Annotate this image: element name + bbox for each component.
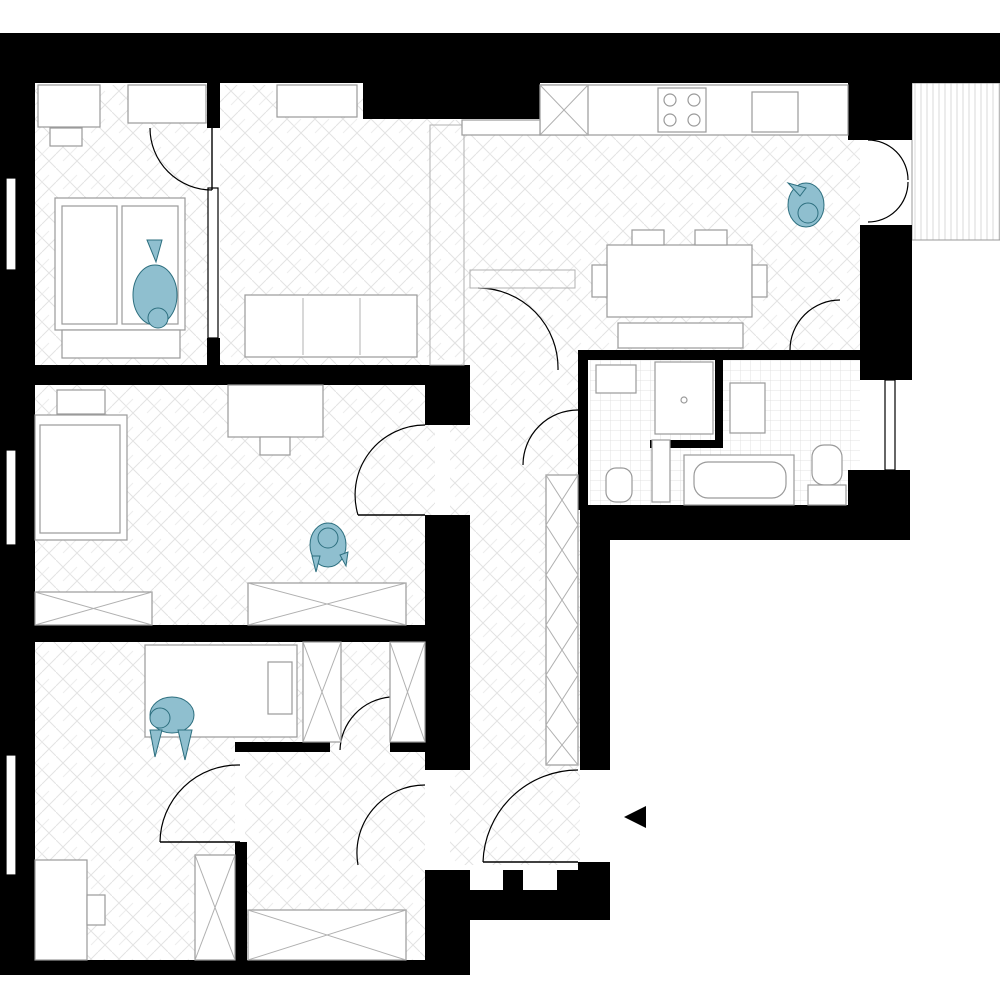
wall-hall-left-a [425, 515, 470, 770]
wall-top-left-divider-low [207, 338, 220, 368]
bath-cabinet [807, 484, 847, 506]
dining-chair-4 [751, 264, 768, 298]
door-bedroom-top[interactable] [149, 127, 213, 191]
doors[interactable] [149, 127, 909, 866]
wall-bottom-pillar [425, 870, 470, 975]
windows [5, 177, 896, 876]
wall-bath-divider [715, 360, 723, 440]
washbasin-left [595, 364, 637, 394]
counter-line [469, 269, 576, 289]
door-bottom-bedroom[interactable] [159, 764, 241, 843]
furniture-bedroom-middle [34, 384, 407, 626]
toilet-left [605, 467, 633, 503]
chair-middle [259, 436, 291, 456]
wall-bath-top [578, 350, 860, 360]
furniture-bathroom [595, 361, 847, 506]
wall-left [0, 33, 35, 973]
window-left-mid [5, 449, 17, 546]
pillow-left [61, 205, 118, 325]
nightstand [127, 84, 207, 124]
person-icon [309, 522, 349, 573]
wall-entry-right [578, 862, 610, 920]
wall-closet-top [235, 742, 330, 752]
dining-table [606, 244, 753, 318]
wall-hall-right [580, 505, 610, 770]
wall-bottom [0, 960, 470, 975]
door-entrance[interactable] [482, 769, 579, 863]
furniture-kitchen [461, 84, 849, 349]
shelf-small [56, 389, 106, 415]
wall-closet-right [390, 742, 430, 752]
furniture-hallway [545, 474, 579, 766]
wall-top-stub [363, 83, 540, 119]
door-hall-bath[interactable] [522, 409, 579, 466]
door-dining[interactable] [789, 299, 841, 351]
window-left-bottom [5, 754, 17, 876]
stove [657, 87, 707, 133]
people [132, 182, 825, 761]
wall-right-top [860, 225, 912, 380]
washbasin-right [729, 382, 766, 434]
dining-chair-3 [591, 264, 608, 298]
bench [617, 322, 744, 349]
window-left-top [5, 177, 17, 271]
door-hall-closet[interactable] [356, 784, 426, 866]
wall-top-corner [848, 83, 912, 140]
window-interior [207, 187, 219, 339]
dining-chair-1 [631, 229, 665, 246]
wall-entry-stub-b [557, 870, 578, 890]
person-icon [149, 696, 195, 761]
wall-mid-pillar [425, 365, 470, 425]
door-kitchen[interactable] [477, 287, 559, 371]
balcony [911, 82, 1000, 241]
wall-bath-divider-low [650, 440, 723, 448]
wall-second-horizontal [35, 625, 435, 642]
furniture-living-room [244, 84, 465, 366]
sofa [244, 294, 418, 358]
tv-stand [276, 84, 358, 118]
bed-base [61, 329, 181, 359]
wall-mid-horizontal [35, 365, 470, 385]
dining-chair-2 [694, 229, 728, 246]
desk-bottom [34, 859, 88, 961]
chair [49, 127, 83, 147]
hall-cabinet [545, 474, 579, 766]
window-right-bath [884, 379, 896, 471]
person-icon [132, 239, 178, 329]
shelf [461, 119, 541, 136]
wall-bottom-left-divider [235, 842, 247, 962]
sliding-partition [429, 124, 465, 366]
wall-bath-left [578, 350, 588, 510]
radiator [651, 439, 671, 503]
bed-middle-inner [39, 424, 121, 534]
sink [751, 91, 799, 133]
desk-middle [227, 384, 324, 438]
wall-top [0, 33, 1000, 83]
wall-entry-stub-a [503, 870, 523, 890]
pillow-bottom [267, 661, 293, 715]
furniture-bedroom-top-left [37, 84, 207, 359]
wall-top-left-divider [207, 83, 220, 128]
door-bedroom-middle[interactable] [354, 424, 426, 516]
wall-bath-bottom [580, 505, 890, 540]
desk [37, 84, 101, 128]
toilet-right [811, 444, 843, 486]
bathtub-inner [693, 461, 787, 499]
chair-bottom [86, 894, 106, 926]
person-icon [786, 182, 825, 228]
entrance-arrow-icon [624, 806, 646, 828]
door-balcony[interactable] [867, 139, 909, 223]
